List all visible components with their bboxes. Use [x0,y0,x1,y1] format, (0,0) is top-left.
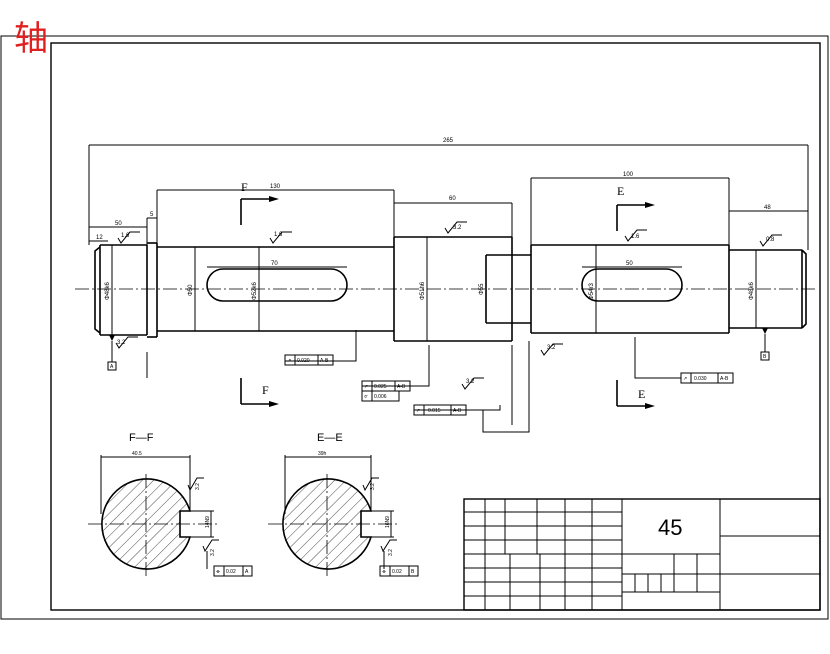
roughness-8: 3.2 [466,379,475,385]
section-ff-keydim: 14N9 [205,516,211,528]
roughness-6: 3.2 [117,340,126,346]
dim-48: 48 [764,205,771,211]
inner-frame [50,42,821,611]
roughness-7: 3.2 [547,345,556,351]
section-mark-f-bottom: F [262,383,269,397]
dim-50: 50 [115,221,122,227]
tolerance-5-datum: A-B [720,376,729,382]
svg-text:↗: ↗ [416,408,420,414]
section-markers [240,196,655,409]
svg-text:↗: ↗ [364,384,368,390]
section-ee-sym: 0.02 [392,569,402,575]
dim-5: 5 [150,212,154,218]
datum-a-marker [107,335,117,371]
svg-text:↗: ↗ [287,358,291,364]
section-ee-rough1: 3.2 [370,483,376,490]
tolerance-frame-2: ↗ ⌭ [361,380,411,402]
dim-keyway-f: 70 [271,261,278,267]
shaft-outline [94,236,807,342]
tolerance-4-datum: A-B [453,408,462,414]
section-ff-rough1: 3.2 [195,483,201,490]
dim-dia7: Φ48k6 [749,282,755,300]
roughness-3: 3.2 [453,225,462,231]
section-mark-f-top: F [241,180,248,194]
tolerance-1-datum: A-B [320,358,329,364]
tolerance-frame-4: ↗ [413,404,467,416]
datum-a-label: A [110,364,114,370]
tolerance-2-datum: A-B [397,384,406,390]
dim-dia5: Φ55 [479,283,485,295]
dimension-lines [88,144,809,433]
dim-130: 130 [270,184,281,190]
roughness-1: 1.6 [121,233,130,239]
dim-dia2: Φ50 [188,284,194,296]
roughness-4: 1.6 [631,234,640,240]
title-block [463,498,821,611]
tolerance-2-value: 0.025 [374,384,387,390]
keyway-f [206,268,348,302]
dim-dia4: Φ51h6 [420,281,426,300]
dim-100: 100 [623,172,634,178]
section-ee-width: 39h [318,451,327,457]
tolerance-1-value: 0.020 [297,358,310,364]
section-mark-e-top: E [617,184,624,198]
dim-overall: 265 [443,138,454,144]
tolerance-frame-5: ↗ [680,372,734,384]
svg-text:⌭: ⌭ [364,394,368,400]
section-ee-rough2: 3.2 [388,549,394,556]
section-ee-datum: B [411,569,415,575]
section-ff-sym: 0.02 [226,569,236,575]
svg-text:↗: ↗ [683,376,687,382]
section-ff-width: 40.5 [132,451,142,457]
section-ee-keydim: 16N9 [385,516,391,528]
tolerance-5-value: 0.030 [694,376,707,382]
tolerance-3-value: 0.006 [374,394,387,400]
tolerance-frame-1: ↗ [284,354,334,366]
outer-frame [0,35,829,620]
dim-dia1: Φ48k6 [105,282,111,300]
section-ff-view: ⌯ [88,455,253,578]
section-ff-rough2: 3.2 [210,549,216,556]
dim-dia6: Φ54r3 [589,283,595,300]
section-ee-title: E—E [317,432,343,444]
dim-dia3: Φ52k6 [252,282,258,300]
title-block-material: 45 [658,515,682,540]
svg-text:⌯: ⌯ [382,569,386,575]
dim-keyway-e: 50 [626,261,633,267]
roughness-5: 0.8 [766,237,775,243]
svg-text:⌯: ⌯ [216,569,220,575]
dim-12: 12 [96,235,103,241]
section-ff-title: F—F [129,432,154,444]
datum-b-marker [760,328,770,361]
dim-60: 60 [449,196,456,202]
title-char: 轴 [14,19,48,59]
section-ee-view: ⌯ [268,455,419,578]
section-mark-e-bottom: E [638,387,645,401]
section-ff-datum: A [245,569,249,575]
datum-b-label: B [763,354,767,360]
roughness-symbols [115,221,782,390]
keyway-e [581,268,683,302]
roughness-2: 1.6 [274,232,283,238]
tolerance-4-value: 0.015 [428,408,441,414]
